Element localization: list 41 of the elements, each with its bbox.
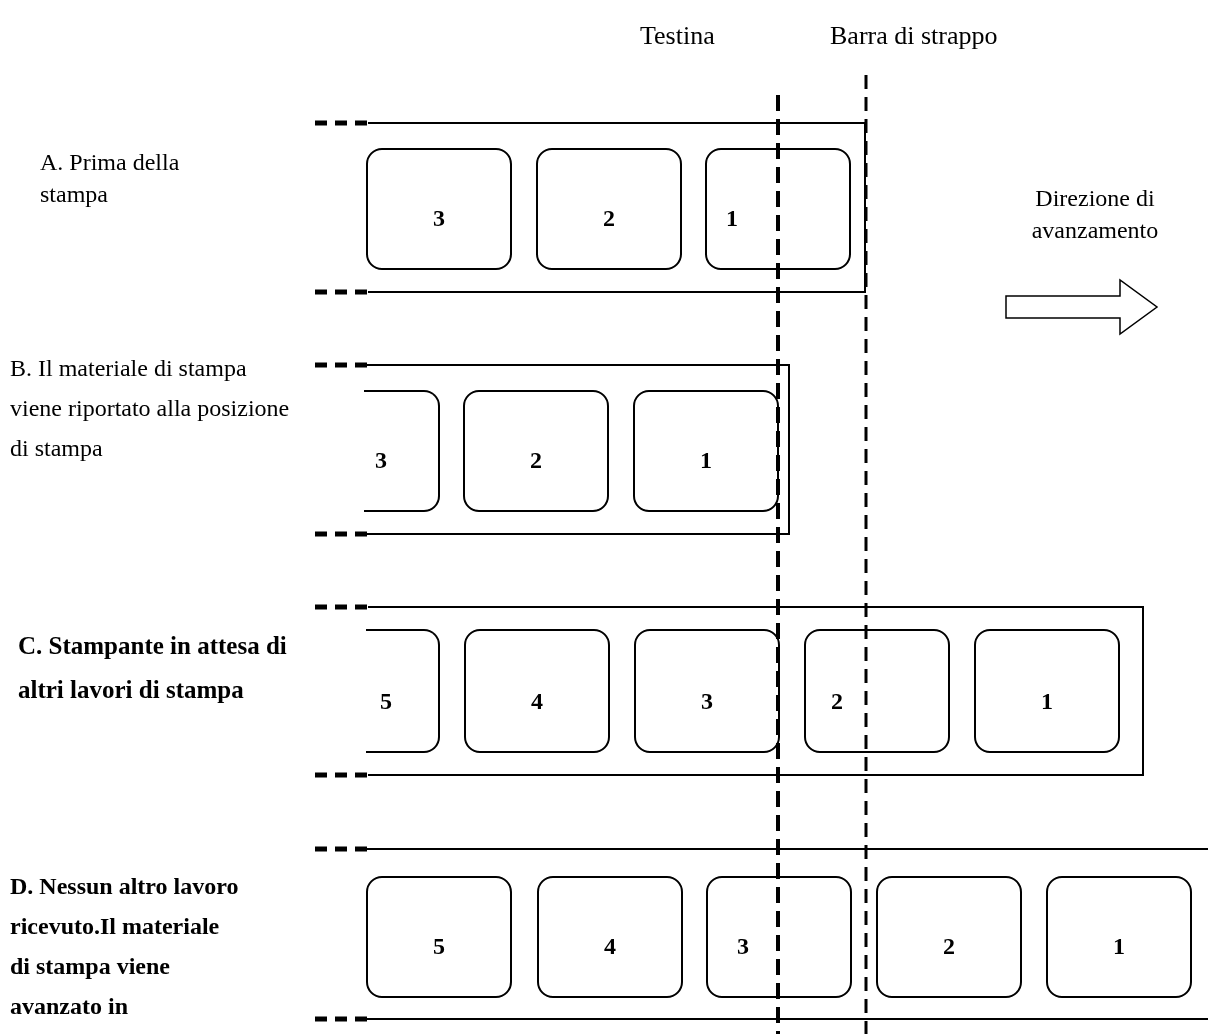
caption-text: D. Nessun altro lavoro ricevuto.Il materiale di stampa viene avanzato in: [10, 872, 240, 1021]
caption-text: C. Stampante in attesa di altri lavori di stampa: [18, 631, 288, 705]
label-number: 1: [1113, 934, 1125, 959]
label-rectangle: [463, 390, 609, 512]
label-number: 3: [433, 206, 445, 231]
label-number: 4: [604, 934, 616, 959]
label-rectangle: [706, 876, 852, 998]
label-rectangle: [974, 629, 1120, 753]
label-rectangle: [876, 876, 1022, 998]
label-rectangle: [804, 629, 950, 753]
label-number: 4: [531, 688, 543, 713]
caption-text: Direzione di avanzamento: [1030, 184, 1160, 245]
label-number: 3: [375, 448, 387, 473]
label-number: 1: [1041, 688, 1053, 713]
caption-text: A. Prima della stampa: [40, 148, 181, 209]
caption-text: B. Il materiale di stampa viene riportato alla posizione di stampa: [10, 354, 290, 463]
label-number: 3: [737, 934, 749, 959]
label-number: 2: [943, 934, 955, 959]
label-strip: [366, 364, 790, 535]
label-rectangle: [634, 629, 780, 753]
label-rectangle: [536, 148, 682, 270]
label-number: 3: [701, 688, 713, 713]
label-strip: [366, 848, 1208, 1020]
label-number: 2: [530, 448, 542, 473]
label-rectangle: [537, 876, 683, 998]
caption-text: Barra di strappo: [830, 20, 999, 52]
label-rectangle: [1046, 876, 1192, 998]
label-number: 2: [603, 206, 615, 231]
caption-text: Testina: [640, 20, 716, 52]
label-rectangle: [366, 148, 512, 270]
label-rectangle: [464, 629, 610, 753]
label-strip: [368, 122, 866, 293]
label-rectangle: [705, 148, 851, 270]
label-number: 5: [433, 934, 445, 959]
label-number: 1: [700, 448, 712, 473]
label-number: 5: [380, 688, 392, 713]
label-rectangle: [366, 876, 512, 998]
label-strip: [368, 606, 1144, 776]
label-number: 2: [831, 688, 843, 713]
label-number: 1: [726, 206, 738, 231]
label-rectangle: [633, 390, 779, 512]
